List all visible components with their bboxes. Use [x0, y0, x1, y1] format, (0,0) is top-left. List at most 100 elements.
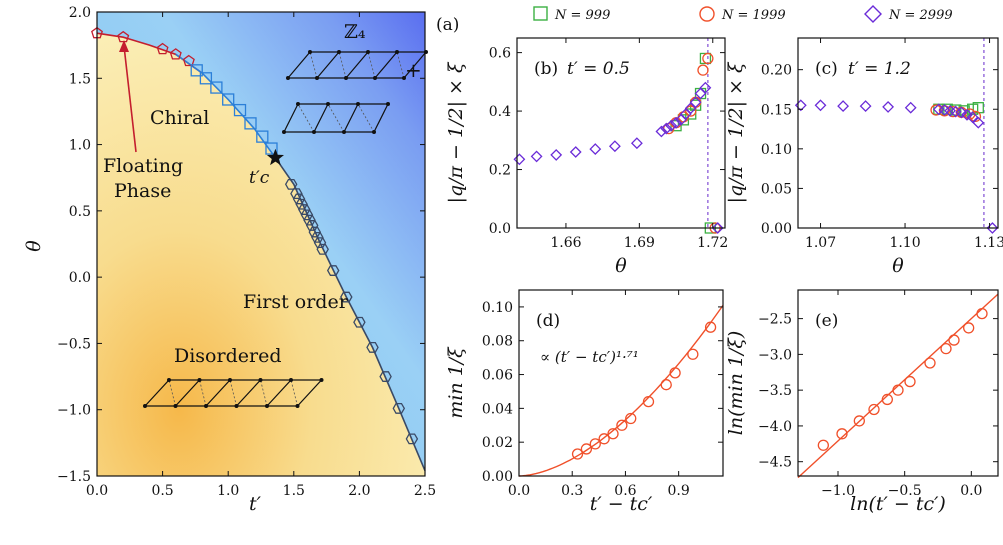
plus-label: + [405, 58, 422, 82]
z4-lattice-site [373, 76, 377, 80]
floating-label-1: Floating [103, 155, 183, 177]
a-ytick-label: −0.5 [57, 336, 91, 352]
c-point [904, 101, 917, 114]
floating-arrowhead [119, 40, 129, 52]
z4-lattice-rung [403, 51, 427, 79]
a-xtick-label: 2.0 [348, 483, 370, 499]
ylabel-a: θ [23, 240, 45, 252]
c-point [930, 104, 942, 116]
frame-d [518, 289, 724, 477]
first_order-point [353, 316, 366, 328]
d-point [616, 419, 628, 431]
c-xtick-label: 1.13 [974, 235, 1003, 251]
e-point [948, 334, 960, 346]
disordered-label: Disordered [174, 345, 281, 367]
legend-n1999: N = 1999 [721, 8, 786, 23]
floating-point [182, 54, 195, 67]
b-point [569, 146, 582, 158]
first_order-point [392, 402, 406, 414]
d-xtick-label: 0.0 [508, 483, 530, 499]
disordered-lattice-site [167, 378, 171, 382]
e-xtick-label: −1.0 [821, 483, 855, 499]
z4-lattice-2-diag [297, 103, 315, 133]
disordered-lattice-site [197, 378, 202, 382]
ylabel-c: |q/π − 1/2| × ξ [725, 61, 747, 203]
floating-point [156, 42, 169, 55]
chiral-point [222, 93, 235, 106]
d-point [625, 412, 637, 425]
a-ytick-label: 1.0 [69, 138, 91, 154]
title-c: t′ = 1.2 [848, 59, 911, 79]
first_order-point [300, 209, 314, 221]
first_order-point [305, 220, 319, 231]
disordered-lattice-diag [199, 379, 207, 407]
b-point [513, 153, 526, 166]
disordered-lattice-site [319, 378, 324, 382]
frame-b [516, 37, 726, 229]
c-ytick-label: 0.20 [761, 63, 792, 79]
z4-lattice-2-site [372, 130, 376, 134]
chiral-label: Chiral [150, 107, 209, 129]
e-point [817, 439, 829, 451]
b-point [550, 148, 563, 161]
z4-label: ℤ₄ [344, 21, 366, 43]
b-point [630, 137, 643, 150]
z4-lattice-site [344, 76, 348, 80]
a-ytick-label: 0.5 [69, 204, 91, 220]
c-point [955, 106, 968, 119]
legend-n2999: N = 2999 [888, 8, 953, 23]
first_order-point [308, 226, 322, 238]
chiral-line [175, 53, 277, 159]
d-ytick-label: 0.06 [482, 368, 513, 384]
c-ytick-label: 0.10 [761, 142, 792, 158]
z4-lattice-diag [309, 51, 318, 79]
e-ytick-label: −3.0 [758, 347, 792, 363]
e-ytick-label: −4.5 [758, 455, 792, 471]
z4-lattice-diag [338, 51, 347, 79]
z4-lattice-site [366, 50, 370, 54]
z4-lattice-rung [287, 51, 311, 79]
d-point [704, 321, 717, 333]
xlabel-c: θ [892, 255, 904, 277]
b-xtick-label: 1.69 [624, 235, 655, 251]
first_order-point [290, 188, 303, 200]
title-b: t′ = 0.5 [567, 59, 630, 79]
a-ytick-label: 0.0 [69, 270, 91, 286]
b-xtick-label: 1.72 [697, 235, 728, 251]
e-point [836, 428, 848, 440]
z4-lattice-2-site [296, 102, 300, 106]
disordered-lattice-diag [168, 379, 176, 407]
e-xtick-label: −0.5 [888, 483, 922, 499]
first_order-point [326, 265, 340, 276]
xlabel-e: ln(t′ − tc′) [850, 493, 946, 515]
xlabel-a: t′ [249, 493, 262, 515]
b-ytick-label: 0.2 [489, 163, 511, 179]
floating-arrow [123, 45, 137, 153]
z4-lattice-2-site [386, 102, 390, 106]
b-point [699, 81, 712, 94]
b-point [699, 52, 712, 65]
ylabel-e: ln(min 1/ξ) [725, 331, 747, 435]
a-xtick-label: 2.5 [414, 483, 436, 499]
z4-lattice-2-site [312, 130, 316, 134]
disordered-lattice-diag [290, 379, 298, 407]
z4-lattice-2-diag [357, 103, 375, 133]
first_order-point [405, 433, 419, 445]
b-point [689, 96, 702, 109]
d-point [589, 438, 601, 450]
disordered-region [97, 33, 425, 476]
e-point [976, 307, 988, 320]
a-xtick-label: 0.0 [86, 483, 108, 499]
panel-label-b: (b) [534, 59, 558, 79]
tc-label: t′c [249, 168, 270, 188]
disordered-lattice-rung [266, 379, 292, 407]
e-point [853, 415, 865, 427]
a-xtick-label: 1.5 [283, 483, 305, 499]
c-ytick-label: 0.05 [761, 181, 792, 197]
frame-a [96, 11, 426, 477]
b-point [589, 143, 602, 156]
e-point [881, 393, 893, 406]
fit-label: ∝ (t′ − tc′)¹·⁷¹ [540, 348, 639, 366]
